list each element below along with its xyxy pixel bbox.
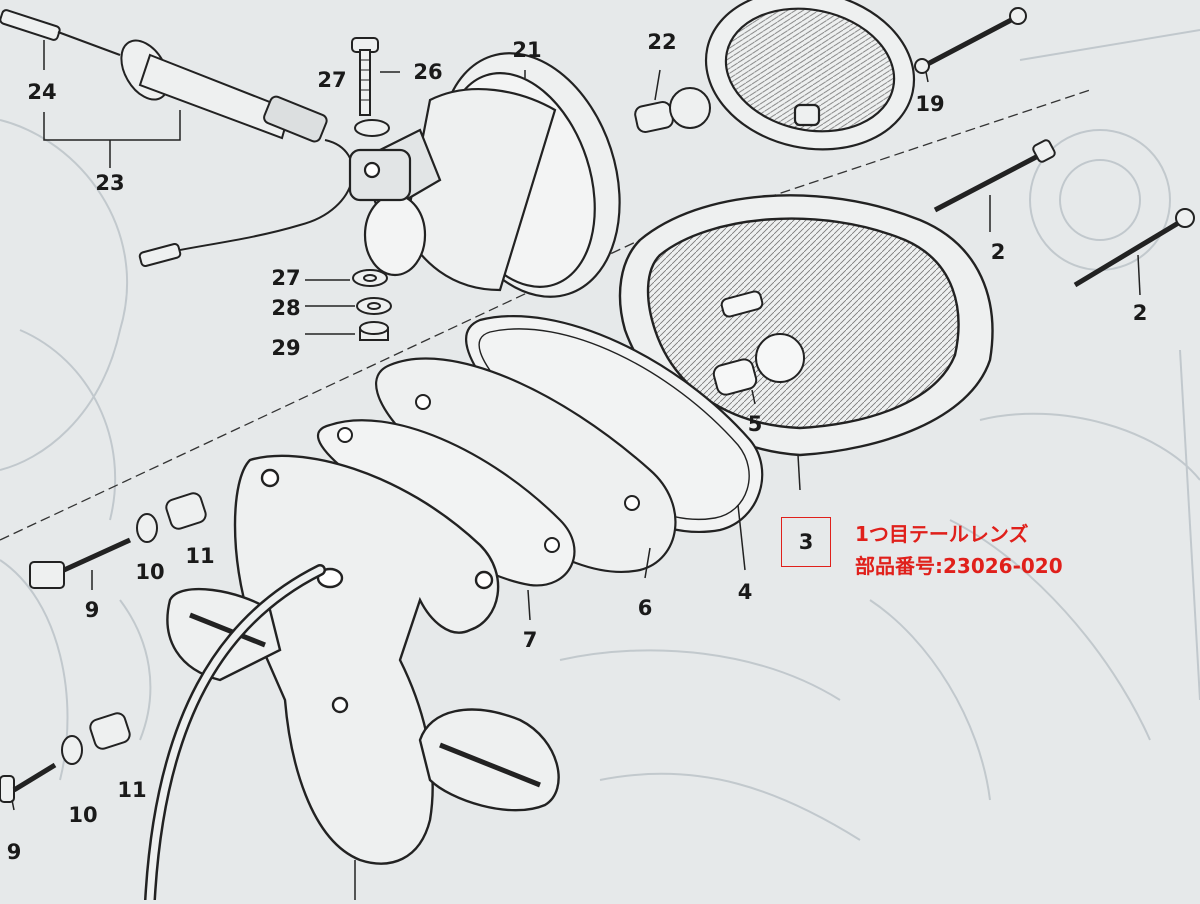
callout-part-number-box: 3 — [781, 517, 831, 567]
label-part-7: 7 — [522, 628, 538, 652]
part-21-housing — [348, 52, 621, 298]
label-part-6: 6 — [637, 596, 653, 620]
label-part-19: 19 — [915, 92, 945, 116]
label-part-28: 28 — [271, 296, 301, 320]
part-22-bulb — [634, 87, 711, 133]
label-part-10-upper: 10 — [135, 560, 165, 584]
label-part-11-lower: 11 — [117, 778, 147, 802]
part-19-lens — [704, 0, 916, 151]
part-26-bolt — [351, 37, 390, 137]
callout-part-number: 3 — [798, 530, 814, 554]
mount-hardware — [0, 492, 207, 803]
part-27-washer — [354, 119, 390, 137]
label-part-9-upper: 9 — [84, 598, 100, 622]
label-part-2-upper: 2 — [990, 240, 1006, 264]
label-part-27-top: 27 — [317, 68, 347, 92]
label-part-2-lower: 2 — [1132, 301, 1148, 325]
leader-lines — [11, 40, 1141, 900]
label-part-9-lower: 9 — [6, 840, 22, 864]
screws — [914, 7, 1195, 288]
label-part-29: 29 — [271, 336, 301, 360]
callout-description: 1つ目テールレンズ — [855, 522, 1029, 546]
label-part-24: 24 — [27, 80, 57, 104]
label-part-5: 5 — [747, 412, 763, 436]
part-5-bulb — [712, 290, 805, 396]
part-23-cable-assembly — [0, 9, 354, 268]
label-part-21: 21 — [512, 38, 542, 62]
label-part-27-stack: 27 — [271, 266, 301, 290]
label-part-4: 4 — [737, 580, 753, 604]
label-part-23: 23 — [95, 171, 125, 195]
washer-stack — [352, 269, 392, 341]
label-part-26: 26 — [413, 60, 443, 84]
callout-part-code: 部品番号:23026-020 — [855, 554, 1063, 578]
label-part-10-lower: 10 — [68, 803, 98, 827]
label-part-11-upper: 11 — [185, 544, 215, 568]
label-part-22: 22 — [647, 30, 677, 54]
background-ghost-lines — [0, 29, 1200, 841]
